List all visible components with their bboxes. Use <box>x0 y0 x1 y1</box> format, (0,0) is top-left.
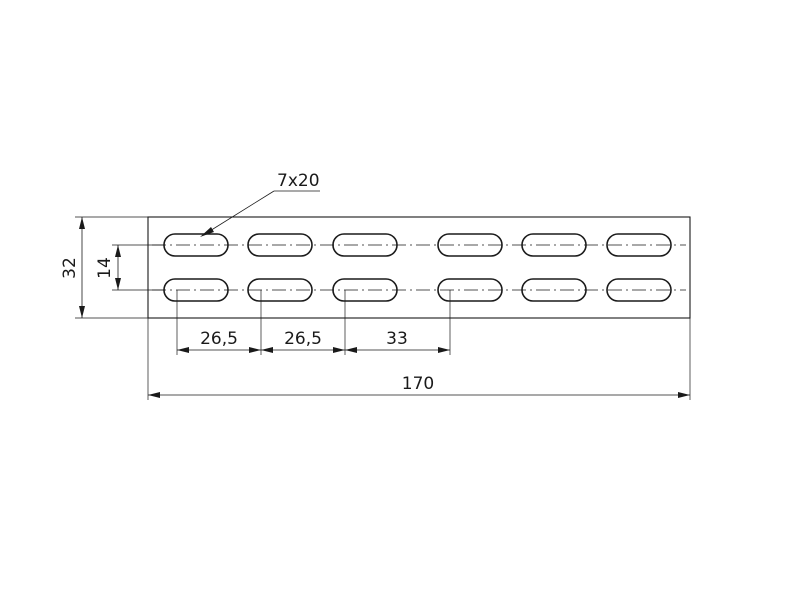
slot <box>437 278 503 302</box>
arrowhead <box>79 217 85 229</box>
slot <box>247 233 313 257</box>
arrowhead <box>148 392 160 398</box>
slot <box>521 278 587 302</box>
dimension-label-pitch-2: 26,5 <box>284 329 322 349</box>
slot <box>606 278 672 302</box>
slot <box>606 233 672 257</box>
slot <box>332 278 398 302</box>
dimension-label-pitch-3: 33 <box>386 329 408 349</box>
slots-bottom-row <box>163 278 672 302</box>
slot <box>437 233 503 257</box>
slots-top-row <box>163 233 672 257</box>
callout-leader <box>204 190 275 235</box>
arrowhead <box>438 347 450 353</box>
dimension-pitches: 26,5 26,5 33 <box>176 290 451 355</box>
slot <box>247 278 313 302</box>
plate-outline <box>147 216 691 319</box>
arrowhead <box>345 347 357 353</box>
arrowhead <box>678 392 690 398</box>
dimension-height-32: 32 <box>60 216 148 319</box>
arrowhead <box>79 306 85 318</box>
dimension-label: 14 <box>95 257 115 279</box>
arrowhead <box>261 347 273 353</box>
callout-arrowhead <box>200 227 214 237</box>
dimension-label: 32 <box>60 257 80 279</box>
arrowhead <box>115 278 121 290</box>
slot-callout: 7x20 <box>200 171 320 237</box>
dimension-row-spacing-14: 14 <box>95 244 164 291</box>
arrowhead <box>177 347 189 353</box>
dimension-length-170: 170 <box>147 318 691 400</box>
arrowhead <box>333 347 345 353</box>
slot <box>521 233 587 257</box>
slot <box>332 233 398 257</box>
arrowhead <box>115 245 121 257</box>
dimension-label: 170 <box>402 374 434 394</box>
dimension-label-pitch-1: 26,5 <box>200 329 238 349</box>
callout-label: 7x20 <box>277 171 320 191</box>
arrowhead <box>249 347 261 353</box>
